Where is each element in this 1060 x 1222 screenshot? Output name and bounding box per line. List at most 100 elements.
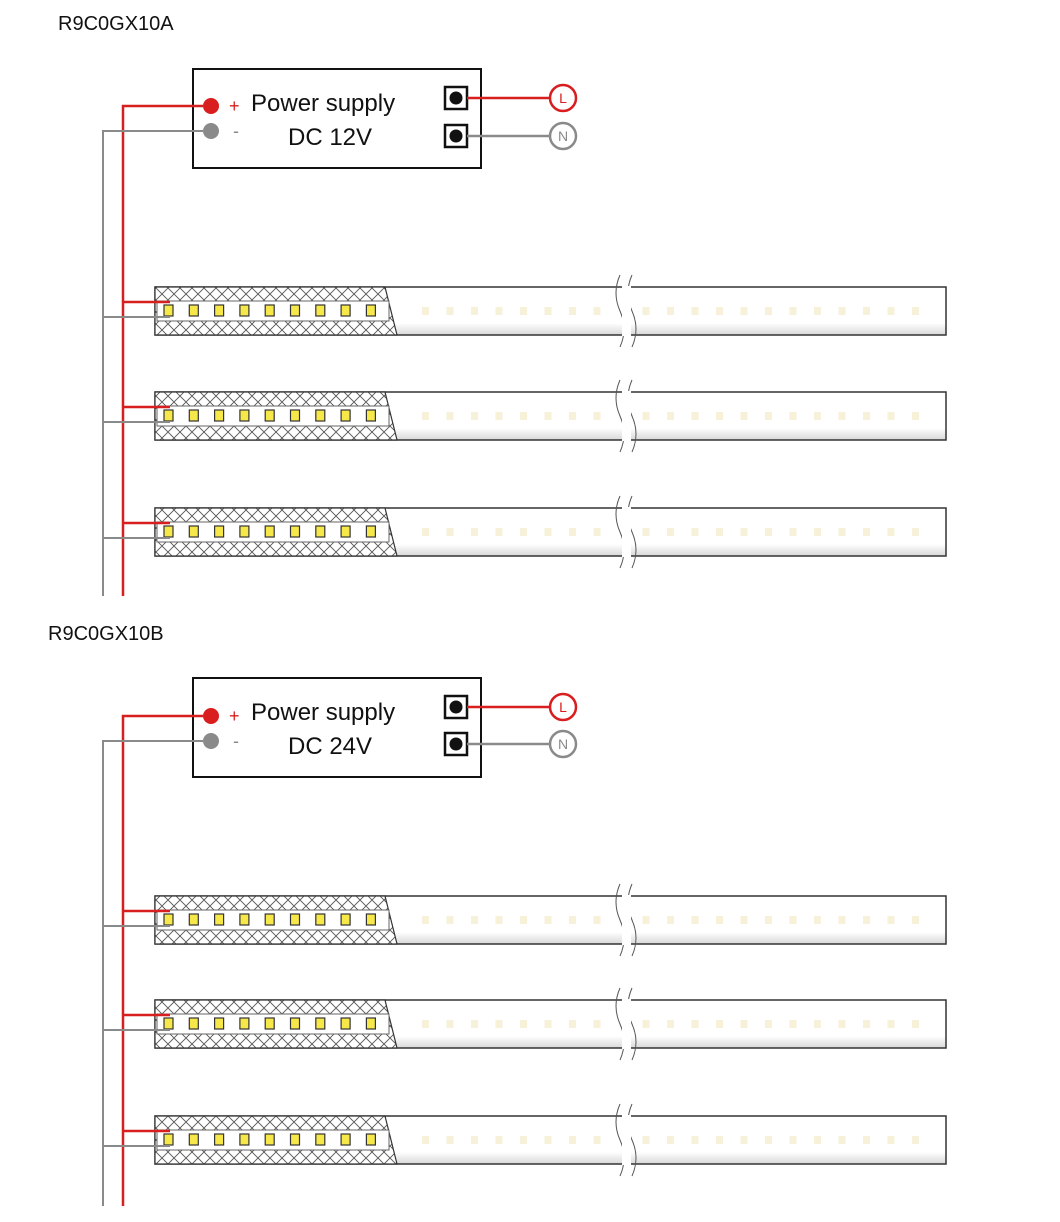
led-chip-faint: [593, 916, 601, 924]
led-chip: [188, 1133, 199, 1146]
led-chip: [365, 1133, 376, 1146]
led-chip-faint: [814, 1020, 821, 1028]
led-chip-faint: [716, 528, 723, 536]
led-chip: [315, 525, 326, 538]
neutral-terminal-label: N: [558, 128, 568, 144]
negative-sign: -: [233, 731, 239, 751]
led-chip-faint: [642, 1020, 650, 1028]
led-chip-faint: [520, 412, 527, 420]
led-chip-faint: [887, 916, 895, 924]
led-chip: [188, 1017, 199, 1030]
break-mark: [615, 987, 625, 1061]
break-gap: [622, 391, 631, 441]
led-chip-faint: [569, 307, 576, 315]
positive-terminal-dot: [203, 708, 219, 724]
led-chip-faint: [642, 412, 650, 420]
break-mark: [627, 883, 637, 957]
led-chip: [289, 1017, 301, 1030]
led-chip-faint: [740, 1020, 748, 1028]
neutral-terminal-circle: [548, 729, 578, 759]
break-mark: [627, 274, 637, 348]
led-chip: [264, 1133, 275, 1146]
led-chip-faint: [765, 528, 772, 536]
positive-sign: +: [229, 706, 240, 726]
break-mark: [627, 379, 637, 453]
led-chip-faint: [642, 916, 650, 924]
led-chip-faint: [814, 916, 821, 924]
led-chip: [239, 409, 250, 422]
led-chip-faint: [838, 307, 846, 315]
led-chip-faint: [863, 412, 870, 420]
led-chip: [289, 525, 301, 538]
led-chip-faint: [740, 916, 748, 924]
led-chip-faint: [765, 916, 772, 924]
led-chip-faint: [422, 412, 429, 420]
led-chip-faint: [544, 1020, 552, 1028]
led-chip-faint: [593, 1136, 601, 1144]
led-chip-faint: [667, 916, 674, 924]
led-chip-faint: [544, 307, 552, 315]
led-strips: [103, 274, 947, 569]
led-chip: [340, 1133, 351, 1146]
led-strip: [103, 883, 947, 957]
power-supply-box: [192, 677, 482, 778]
led-chip-faint: [740, 528, 748, 536]
positive-bus-wire: [121, 104, 203, 596]
led-chip-faint: [446, 307, 454, 315]
led-chip-faint: [863, 1136, 870, 1144]
negative-terminal-dot: [203, 123, 219, 139]
led-chip: [214, 1133, 225, 1146]
power-supply-title: Power supply: [251, 699, 395, 726]
led-chip-faint: [471, 307, 478, 315]
led-chip-faint: [642, 1136, 650, 1144]
led-chip: [163, 1133, 174, 1146]
led-chip: [365, 1017, 376, 1030]
led-chip-faint: [446, 916, 454, 924]
led-chip-faint: [814, 1136, 821, 1144]
led-chip-faint: [691, 1136, 699, 1144]
led-chip-faint: [544, 1136, 552, 1144]
led-chip-faint: [691, 307, 699, 315]
ac-terminal-live-dot: [449, 91, 463, 105]
led-chip: [315, 409, 326, 422]
led-chip-faint: [912, 916, 919, 924]
led-chip-faint: [520, 307, 527, 315]
power-supply: Power supply DC 24V + -: [192, 677, 482, 778]
led-chip: [188, 525, 199, 538]
break-mark: [615, 274, 625, 348]
led-chip-faint: [520, 1136, 527, 1144]
led-strip: [103, 1103, 947, 1177]
led-chip: [163, 304, 174, 317]
led-chip: [188, 409, 199, 422]
led-chip-faint: [691, 916, 699, 924]
led-chip: [264, 304, 275, 317]
led-chip-faint: [789, 528, 797, 536]
led-chip-faint: [814, 307, 821, 315]
led-chip: [315, 1133, 326, 1146]
led-chip: [163, 913, 174, 926]
led-chip-faint: [520, 1020, 527, 1028]
led-chip-faint: [593, 307, 601, 315]
power-supply-voltage: DC 24V: [288, 733, 372, 760]
led-chip: [188, 304, 199, 317]
led-chip-faint: [471, 1020, 478, 1028]
led-chip-faint: [520, 916, 527, 924]
led-chip-faint: [912, 1020, 919, 1028]
break-mark: [615, 495, 625, 569]
led-chip-faint: [887, 1136, 895, 1144]
led-chip-faint: [887, 1020, 895, 1028]
break-mark: [615, 883, 625, 957]
live-terminal-circle: [548, 83, 578, 113]
diagram-a: R9C0GX10A Power supply DC 12V + - L N: [58, 13, 947, 596]
led-chip: [340, 409, 351, 422]
led-chip-faint: [789, 307, 797, 315]
led-chip: [188, 913, 199, 926]
led-chip-faint: [446, 528, 454, 536]
led-chip-faint: [667, 307, 674, 315]
led-strip: [103, 379, 947, 453]
led-chip: [239, 525, 250, 538]
break-gap: [622, 507, 631, 557]
led-chip-faint: [740, 412, 748, 420]
led-chip: [365, 304, 376, 317]
led-chip-faint: [495, 412, 503, 420]
